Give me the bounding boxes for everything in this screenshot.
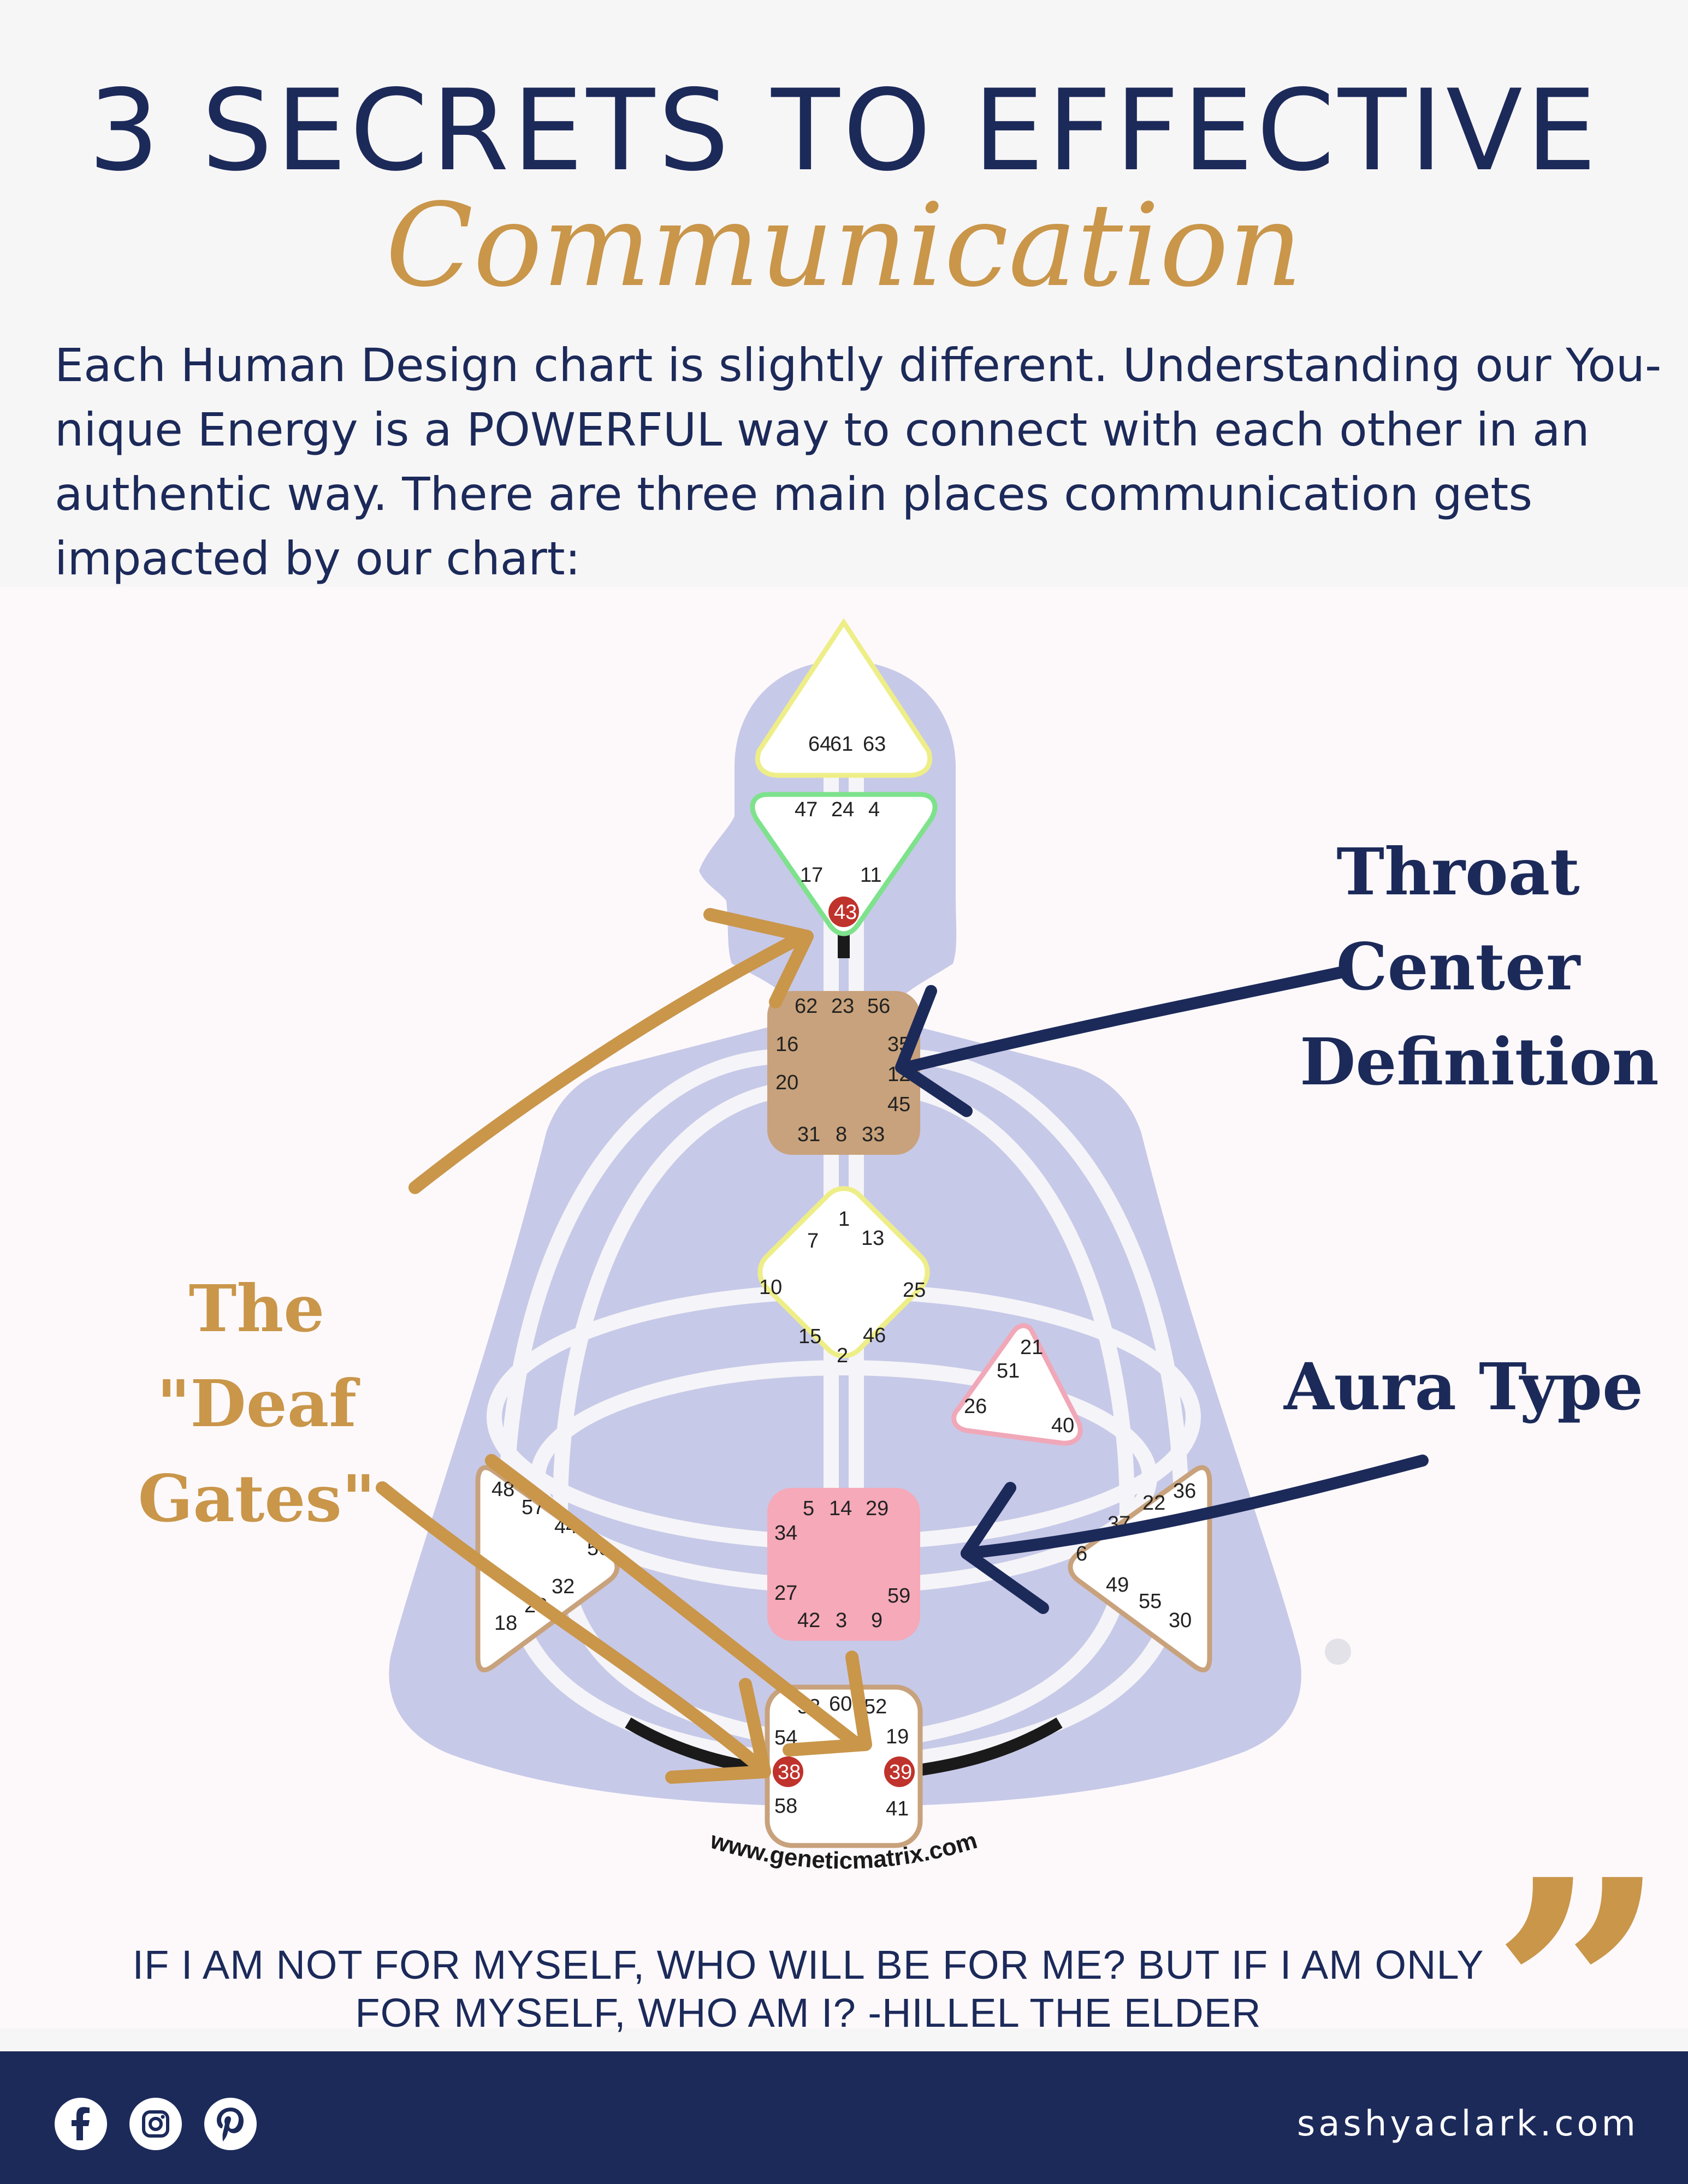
- gate-label: 3: [836, 1609, 847, 1632]
- gate-label: 9: [871, 1609, 883, 1632]
- gate-label: 2: [837, 1344, 848, 1367]
- gate-highlight: [773, 1756, 803, 1787]
- quote-line-2: FOR MYSELF, WHO AM I? -HILLEL THE ELDER: [355, 1990, 1261, 2035]
- gate-label: 21: [1020, 1336, 1043, 1359]
- quote-line-1: IF I AM NOT FOR MYSELF, WHO WILL BE FOR …: [132, 1942, 1484, 1987]
- gate-label: 64: [808, 733, 831, 756]
- page-subtitle-script: Communication: [385, 179, 1303, 312]
- heart-center: [951, 1323, 1083, 1446]
- head-center: [755, 618, 933, 778]
- gate-label: 52: [864, 1695, 887, 1718]
- facebook-icon[interactable]: [55, 2098, 107, 2150]
- intro-paragraph: Each Human Design chart is slightly diff…: [55, 339, 1662, 585]
- gate-label: 29: [866, 1497, 889, 1520]
- gate-label: 18: [494, 1612, 517, 1635]
- gate-label: 6: [1076, 1542, 1087, 1565]
- gate-label: 26: [964, 1395, 987, 1418]
- gate-label: 4: [868, 798, 880, 821]
- gate-label: 19: [886, 1725, 909, 1748]
- website-link[interactable]: sashyaclark.com: [1296, 2104, 1639, 2144]
- gate-label: 62: [795, 995, 818, 1018]
- instagram-icon[interactable]: [129, 2098, 182, 2150]
- gate-label: 31: [797, 1123, 820, 1146]
- gate-label: 27: [774, 1582, 797, 1605]
- gate-label: 61: [830, 733, 853, 756]
- gold-arrows-deaf-gates: [376, 1454, 872, 1784]
- annotation-deaf-gates: The "Deaf Gates": [138, 1271, 376, 1536]
- gate-label: 14: [829, 1497, 852, 1520]
- page-title: 3 SECRETS TO EFFECTIVE: [88, 66, 1600, 196]
- gate-label: 51: [997, 1360, 1020, 1382]
- gate-highlight: [828, 897, 859, 927]
- gate-label: 43: [834, 901, 857, 924]
- gate-label: 63: [863, 733, 886, 756]
- decorative-dot: [1325, 1639, 1351, 1665]
- gate-label: 24: [831, 798, 854, 821]
- ajna-center: [750, 792, 938, 936]
- gate-label: 20: [775, 1071, 798, 1094]
- gate-label: 25: [903, 1279, 926, 1302]
- annotation-aura-type: Aura Type: [1283, 1349, 1644, 1425]
- gate-label: 30: [1169, 1609, 1192, 1632]
- gate-label: 16: [775, 1033, 798, 1056]
- gate-label: 11: [860, 864, 881, 887]
- gate-label: 55: [1139, 1590, 1162, 1613]
- gate-label: 5: [803, 1497, 814, 1520]
- gate-label: 32: [552, 1575, 574, 1598]
- gate-highlight: [884, 1756, 915, 1787]
- annotation-throat-center-definition: Throat Center Definition: [1300, 834, 1659, 1100]
- gate-label: 22: [1142, 1492, 1165, 1515]
- gate-label: 46: [863, 1324, 886, 1347]
- sacral-center: [767, 1488, 920, 1641]
- gate-label: 13: [861, 1227, 884, 1250]
- gate-label: 49: [1106, 1574, 1129, 1597]
- gate-label: 17: [800, 864, 823, 887]
- gate-label: 45: [887, 1093, 910, 1116]
- footer-bar: [0, 2051, 1688, 2184]
- gate-label: 47: [795, 798, 818, 821]
- g-center: [757, 1186, 930, 1358]
- gate-label: 41: [886, 1797, 909, 1820]
- pinterest-icon[interactable]: [204, 2098, 257, 2150]
- gate-label: 15: [798, 1325, 821, 1348]
- gate-label: 56: [867, 995, 890, 1018]
- throat-center: [767, 991, 920, 1155]
- gate-label: 1: [838, 1208, 850, 1231]
- gate-label: 34: [774, 1522, 797, 1545]
- gate-label: 33: [862, 1123, 885, 1146]
- gate-label: 40: [1051, 1414, 1074, 1437]
- gate-label: 60: [829, 1693, 852, 1716]
- gate-label: 39: [889, 1761, 912, 1784]
- gate-label: 7: [807, 1230, 819, 1253]
- gate-label: 42: [797, 1609, 820, 1632]
- gate-label: 58: [774, 1795, 797, 1818]
- gate-label: 38: [778, 1761, 801, 1784]
- navy-arrow-throat: [895, 966, 1349, 1117]
- gate-label: 36: [1173, 1480, 1196, 1503]
- quote-mark-icon: ”: [1491, 1840, 1667, 2020]
- navy-arrow-aura: [961, 1455, 1429, 1614]
- gate-label: 10: [759, 1276, 782, 1299]
- gold-arrow-43: [408, 908, 814, 1194]
- bodygraph-chart: 64 61 63 47 24 4 17 11 43 62 23 56 16 35…: [376, 618, 1429, 1874]
- quote-text: IF I AM NOT FOR MYSELF, WHO WILL BE FOR …: [44, 1941, 1573, 2037]
- gate-label: 8: [836, 1123, 847, 1146]
- gate-label: 23: [831, 995, 854, 1018]
- gate-label: 59: [887, 1584, 910, 1607]
